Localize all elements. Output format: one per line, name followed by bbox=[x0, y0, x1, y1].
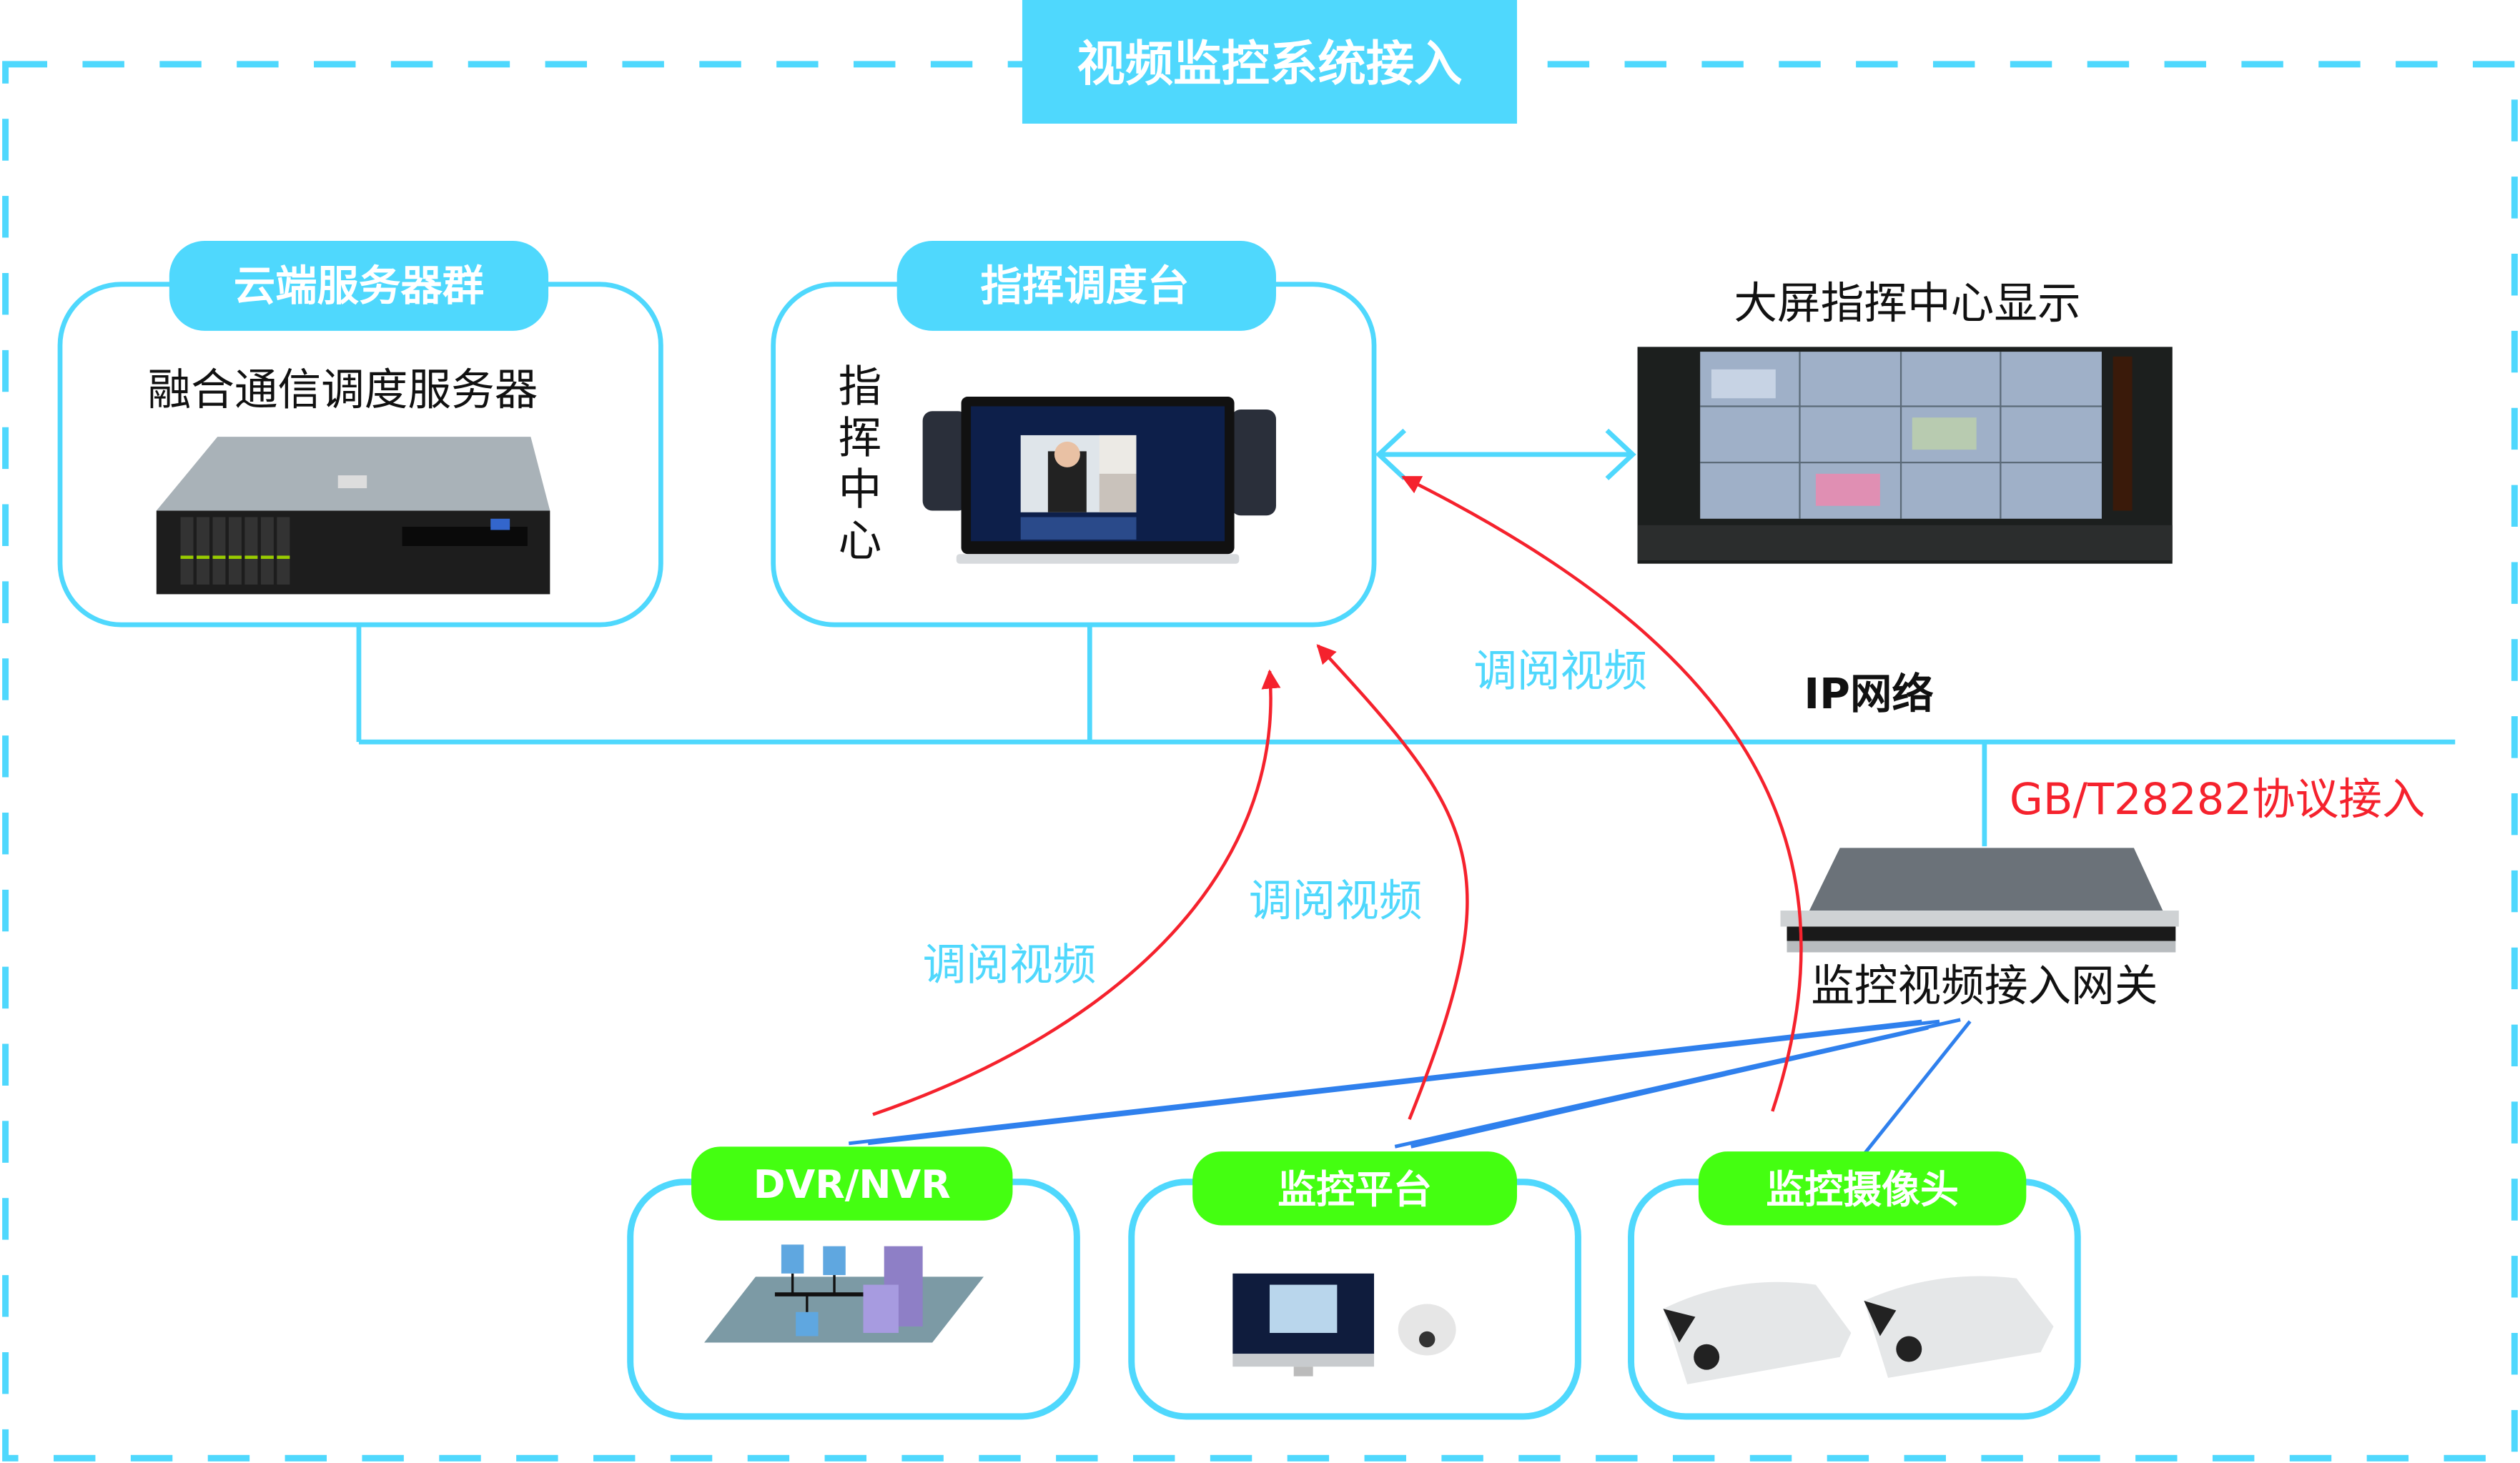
vertical-char: 心 bbox=[839, 516, 882, 566]
title-banner: 视频监控系统接入 bbox=[1022, 0, 1518, 124]
gateway-image bbox=[1780, 848, 2179, 953]
dvr-nvr-tag bbox=[691, 1146, 1013, 1221]
ip-network-bus bbox=[356, 625, 2456, 847]
surveillance-camera-tag-label: 监控摄像头 bbox=[1766, 1167, 1959, 1212]
vertical-char: 挥 bbox=[839, 414, 882, 464]
cloud-server-group: 云端服务器群 融合通信调度服务器 bbox=[57, 241, 663, 628]
rack-server-image bbox=[156, 437, 550, 595]
surveillance-camera-group: 监控摄像头 bbox=[1628, 1151, 2081, 1420]
network-recorder-image bbox=[704, 1244, 984, 1343]
dvr-nvr-tag-label: DVR/NVR bbox=[753, 1162, 951, 1207]
big-screen-caption: 大屏指挥中心显示 bbox=[1734, 279, 2080, 329]
gateway-device-links bbox=[848, 1018, 1972, 1158]
bullet-cameras-image bbox=[1663, 1276, 2054, 1384]
bidirectional-link bbox=[1375, 428, 1636, 481]
arrow-camera-to-console bbox=[1401, 475, 1803, 1112]
big-screen-group: 大屏指挥中心显示 bbox=[1637, 279, 2173, 564]
retrieval-label-3: 调阅视频 bbox=[1473, 646, 1647, 696]
dispatch-console-image bbox=[922, 397, 1276, 564]
monitoring-platform-tag bbox=[1192, 1151, 1518, 1226]
cloud-server-caption: 融合通信调度服务器 bbox=[148, 365, 538, 415]
vertical-char: 中 bbox=[839, 465, 882, 515]
gateway-label: 监控视频接入网关 bbox=[1811, 961, 2158, 1011]
link-dvr bbox=[848, 1019, 1922, 1146]
dispatch-console-group: 指挥调度台 指 挥 中 心 bbox=[771, 241, 1377, 628]
monitoring-platform-group: 监控平台 bbox=[1128, 1151, 1581, 1420]
arrow-dvr-to-console bbox=[872, 669, 1281, 1116]
command-center-vertical-caption: 指 挥 中 心 bbox=[839, 362, 882, 567]
link-camera bbox=[1861, 1020, 1972, 1158]
video-retrieval-arrows bbox=[872, 475, 1803, 1120]
dispatch-console-tag bbox=[896, 241, 1276, 331]
dispatch-console-tag-label: 指挥调度台 bbox=[981, 262, 1190, 310]
surveillance-camera-tag bbox=[1698, 1151, 2027, 1226]
protocol-label: GB/T28282协议接入 bbox=[2010, 775, 2426, 825]
retrieval-label-1: 调阅视频 bbox=[923, 941, 1097, 991]
dvr-nvr-group: DVR/NVR bbox=[627, 1146, 1080, 1420]
cloud-server-tag-label: 云端服务器群 bbox=[234, 262, 484, 310]
vertical-char: 指 bbox=[839, 362, 882, 412]
retrieval-label-2: 调阅视频 bbox=[1249, 876, 1423, 926]
title-text: 视频监控系统接入 bbox=[1077, 35, 1462, 91]
arrow-platform-to-console bbox=[1316, 644, 1469, 1120]
monitor-and-dome-camera-image bbox=[1232, 1273, 1456, 1377]
link-dvr-2 bbox=[867, 1019, 1940, 1146]
link-platform-2 bbox=[1410, 1026, 1929, 1149]
video-wall-image bbox=[1637, 347, 2173, 564]
cloud-server-tag bbox=[169, 241, 549, 331]
monitoring-platform-tag-label: 监控平台 bbox=[1278, 1167, 1432, 1212]
ip-network-label: IP网络 bbox=[1804, 670, 1933, 718]
